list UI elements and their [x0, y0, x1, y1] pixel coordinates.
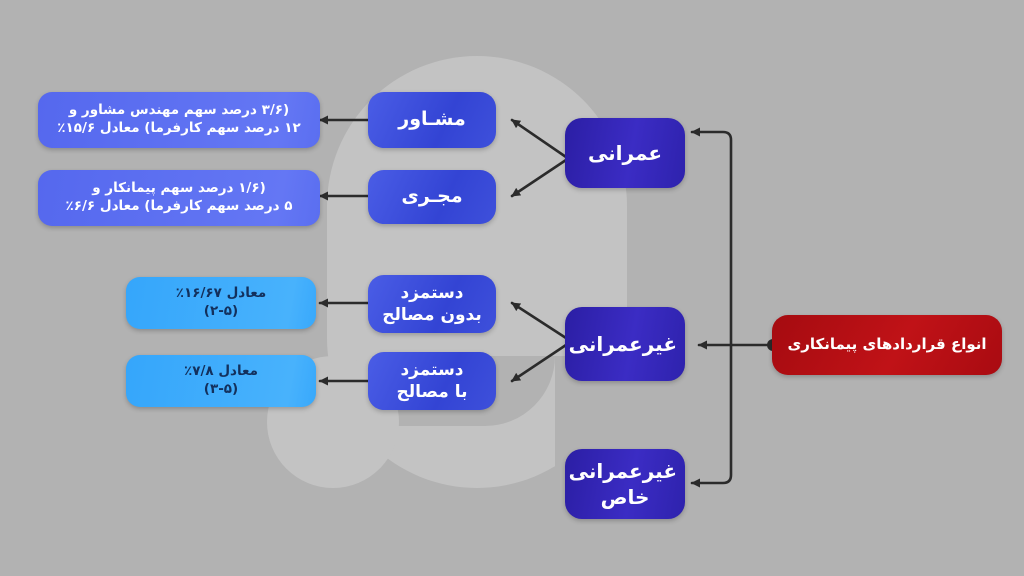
node-root-contract-types[interactable]: انواع قراردادهای پیمانکاری	[772, 315, 1002, 375]
leaf-moshaver-percentages[interactable]: (۳/۶ درصد سهم مهندس مشاور و ۱۲ درصد سهم …	[38, 92, 320, 148]
node-dastmozd-ba-masaleh[interactable]: دستمزد با مصالح	[368, 352, 496, 410]
leaf-bedoon-masaleh-rate[interactable]: معادل ۱۶/۶۷٪ (۲-۵)	[126, 277, 316, 329]
node-dastmozd-bedoon-masaleh[interactable]: دستمزد بدون مصالح	[368, 275, 496, 333]
node-dastmozd-ba-line1: دستمزد	[400, 359, 464, 380]
leaf-ba-masaleh-rate[interactable]: معادل ۷/۸٪ (۳-۵)	[126, 355, 316, 407]
leaf-mojri-line2: ۵ درصد سهم کارفرما) معادل ۶/۶٪	[65, 198, 293, 214]
leaf-mojri-line1: (۱/۶ درصد سهم پیمانکار و	[92, 180, 266, 197]
node-mojri-label: مجـری	[401, 185, 463, 208]
node-moshaver[interactable]: مشـاور	[368, 92, 496, 148]
node-root-label: انواع قراردادهای پیمانکاری	[787, 335, 987, 354]
node-omrani-label: عمرانی	[587, 140, 663, 165]
leaf-ba-line2: (۳-۵)	[203, 381, 239, 397]
node-omrani[interactable]: عمرانی	[565, 118, 685, 188]
leaf-bedoon-line1: معادل ۱۶/۶۷٪	[175, 285, 267, 302]
node-gheir-omrani-label: غیرعمرانی	[568, 331, 677, 356]
leaf-mojri-percentages[interactable]: (۱/۶ درصد سهم پیمانکار و ۵ درصد سهم کارف…	[38, 170, 320, 226]
leaf-moshaver-line2: ۱۲ درصد سهم کارفرما) معادل ۱۵/۶٪	[57, 120, 301, 136]
node-mojri[interactable]: مجـری	[368, 170, 496, 224]
leaf-ba-line1: معادل ۷/۸٪	[183, 363, 259, 380]
leaf-moshaver-line1: (۳/۶ درصد سهم مهندس مشاور و	[68, 102, 290, 119]
node-moshaver-label: مشـاور	[398, 108, 466, 131]
node-dastmozd-bedoon-line2: بدون مصالح	[382, 305, 482, 325]
node-gheir-omrani[interactable]: غیرعمرانی	[565, 307, 685, 381]
node-dastmozd-bedoon-line1: دستمزد	[400, 282, 464, 303]
node-gheir-omrani-khas-line2: خاص	[600, 485, 650, 509]
node-dastmozd-ba-line2: با مصالح	[396, 382, 468, 402]
node-gheir-omrani-khas[interactable]: غیرعمرانی خاص	[565, 449, 685, 519]
node-gheir-omrani-khas-line1: غیرعمرانی	[568, 458, 677, 483]
leaf-bedoon-line2: (۲-۵)	[203, 303, 239, 319]
